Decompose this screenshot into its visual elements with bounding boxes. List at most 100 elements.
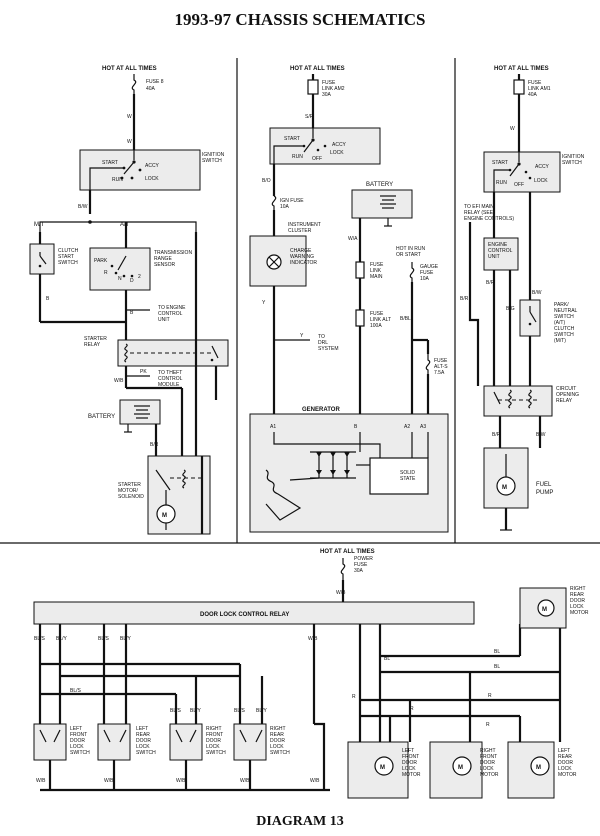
right-rear-motor-label: LOCK bbox=[570, 604, 584, 610]
right-front-motor-label: MOTOR bbox=[480, 772, 499, 778]
right-rear-door-lock-switch-box bbox=[233, 723, 267, 761]
fuse-alt-s-label: ALT-S bbox=[434, 364, 448, 370]
clutch-label: START bbox=[58, 254, 74, 260]
fuel-pump-label: PUMP bbox=[536, 490, 553, 496]
right-rear-motor-label: RIGHT bbox=[570, 586, 586, 592]
left-rear-motor-label: MOTOR bbox=[558, 772, 577, 778]
left-rear-motor-label: LOCK bbox=[558, 766, 572, 772]
right-rear-switch-label: RIGHT bbox=[270, 726, 286, 732]
ignition-switch-label: SWITCH bbox=[562, 160, 582, 166]
drl-label: SYSTEM bbox=[318, 346, 339, 352]
ecu-label: UNIT bbox=[158, 317, 170, 323]
fuse-label: LINK AM1 bbox=[528, 86, 551, 92]
hot-in-run-label: OR START bbox=[396, 252, 421, 258]
fuse-link-main-symbol bbox=[355, 261, 365, 279]
motor-m-label: M bbox=[458, 765, 463, 771]
trans-label: SENSOR bbox=[154, 262, 176, 268]
right-front-switch-label: FRONT bbox=[206, 732, 223, 738]
starter-motor-label: STARTER bbox=[118, 482, 141, 488]
left-front-switch-label: LOCK bbox=[70, 744, 84, 750]
stator-coil bbox=[265, 469, 302, 521]
right-front-switch-label: SWITCH bbox=[206, 750, 226, 756]
switch-harness: BL/S BL/Y BL/S BL/Y W/B BL/S BL/S BL/Y B… bbox=[34, 624, 326, 760]
fuse-link-alt-label: 100A bbox=[370, 323, 382, 329]
solid-state-label: STATE bbox=[400, 476, 416, 482]
accy-label: ACCY bbox=[332, 142, 347, 148]
drl-label: TO bbox=[318, 334, 325, 340]
wire-color-label: W bbox=[510, 126, 515, 132]
terminal-label: A3 bbox=[420, 424, 426, 430]
gauge-fuse-label: FUSE bbox=[420, 270, 434, 276]
park-neutral-label: SWITCH bbox=[554, 314, 574, 320]
wire-color-label: Y bbox=[262, 300, 266, 306]
wire-color-label: BL/Y bbox=[190, 708, 202, 714]
motor-symbol bbox=[452, 756, 472, 776]
wire-color-label: BL bbox=[494, 664, 500, 670]
park-neutral-label: SWITCH bbox=[554, 332, 574, 338]
power-fuse-label: 30A bbox=[354, 568, 364, 574]
left-rear-motor-label: REAR bbox=[558, 754, 572, 760]
motor-m-label: M bbox=[380, 765, 385, 771]
right-rear-switch-label: DOOR bbox=[270, 738, 285, 744]
starter-motor-label: MOTOR/ bbox=[118, 488, 139, 494]
wire-color-label: W/B bbox=[310, 778, 320, 784]
right-rear-switch-label: LOCK bbox=[270, 744, 284, 750]
gauge-fuse-symbol bbox=[409, 262, 415, 282]
left-front-door-lock-switch-box bbox=[33, 723, 67, 761]
d-label: D bbox=[130, 278, 134, 284]
left-front-switch-label: FRONT bbox=[70, 732, 87, 738]
wire-color-label: R bbox=[352, 694, 356, 700]
right-front-motor-label: FRONT bbox=[480, 754, 497, 760]
circuit-opening-relay-label: RELAY bbox=[556, 398, 573, 404]
left-rear-switch-label: LEFT bbox=[136, 726, 148, 732]
wire-color-label: PK bbox=[140, 369, 147, 375]
park-neutral-label: PARK/ bbox=[554, 302, 569, 308]
fuse-link-main-label: MAIN bbox=[370, 274, 383, 280]
ign-fuse-label: 10A bbox=[280, 204, 290, 210]
gauge-fuse-label: 10A bbox=[420, 276, 430, 282]
wire-color-label: W/B bbox=[308, 636, 318, 642]
wire-color-label: R bbox=[410, 706, 414, 712]
switch-ground-bus: W/B W/B W/B W/B W/B bbox=[36, 760, 330, 792]
motor-m-label: M bbox=[536, 765, 541, 771]
mt-label: M/T bbox=[34, 222, 45, 228]
ecu-label: TO ENGINE bbox=[158, 305, 186, 311]
park-neutral-label: (A/T) bbox=[554, 320, 565, 326]
left-front-switch-label: SWITCH bbox=[70, 750, 90, 756]
door-lock-control-relay-label: DOOR LOCK CONTROL RELAY bbox=[200, 612, 289, 618]
battery-label: BATTERY bbox=[366, 182, 393, 188]
wire-color-label: B/W bbox=[532, 290, 542, 296]
circuit-opening-relay-label: OPENING bbox=[556, 392, 579, 398]
right-rear-motor-label: DOOR bbox=[570, 598, 585, 604]
wire-color-label: B/R bbox=[486, 280, 495, 286]
wire-color-label: B/BL bbox=[400, 316, 411, 322]
wire-color-label: BL/S bbox=[70, 688, 82, 694]
rectifier-diodes bbox=[310, 451, 356, 479]
right-front-door-lock-switch-box bbox=[169, 723, 203, 761]
park-neutral-label: NEUTRAL bbox=[554, 308, 578, 314]
wire-color-label: B/O bbox=[262, 178, 271, 184]
wire-color-label: B bbox=[130, 310, 134, 316]
right-rear-switch-label: REAR bbox=[270, 732, 284, 738]
wire-color-label: BL/S bbox=[98, 636, 110, 642]
terminal-label: B bbox=[354, 424, 358, 430]
off-label: OFF bbox=[312, 156, 322, 162]
starter-relay-label: STARTER bbox=[84, 336, 107, 342]
left-front-switch-label: DOOR bbox=[70, 738, 85, 744]
hot-at-all-times-label: HOT AT ALL TIMES bbox=[494, 66, 549, 72]
two-label: 2 bbox=[138, 274, 141, 280]
charge-label: INDICATOR bbox=[290, 260, 317, 266]
fuse-link-alt-label: FUSE bbox=[370, 311, 384, 317]
ign-fuse-symbol bbox=[271, 195, 277, 210]
fuse-label: FUSE bbox=[322, 80, 336, 86]
fuse-link-main-label: LINK bbox=[370, 268, 382, 274]
left-front-motor-label: LEFT bbox=[402, 748, 414, 754]
n-label: N bbox=[118, 276, 122, 282]
r-label: R bbox=[104, 270, 108, 276]
solid-state-regulator-box bbox=[369, 457, 429, 495]
hot-at-all-times-label: HOT AT ALL TIMES bbox=[102, 66, 157, 72]
fuse-link-alt-symbol bbox=[355, 309, 365, 327]
wire-color-label: W bbox=[127, 139, 132, 145]
wire-color-label: W/B bbox=[36, 778, 46, 784]
start-label: START bbox=[284, 136, 300, 142]
